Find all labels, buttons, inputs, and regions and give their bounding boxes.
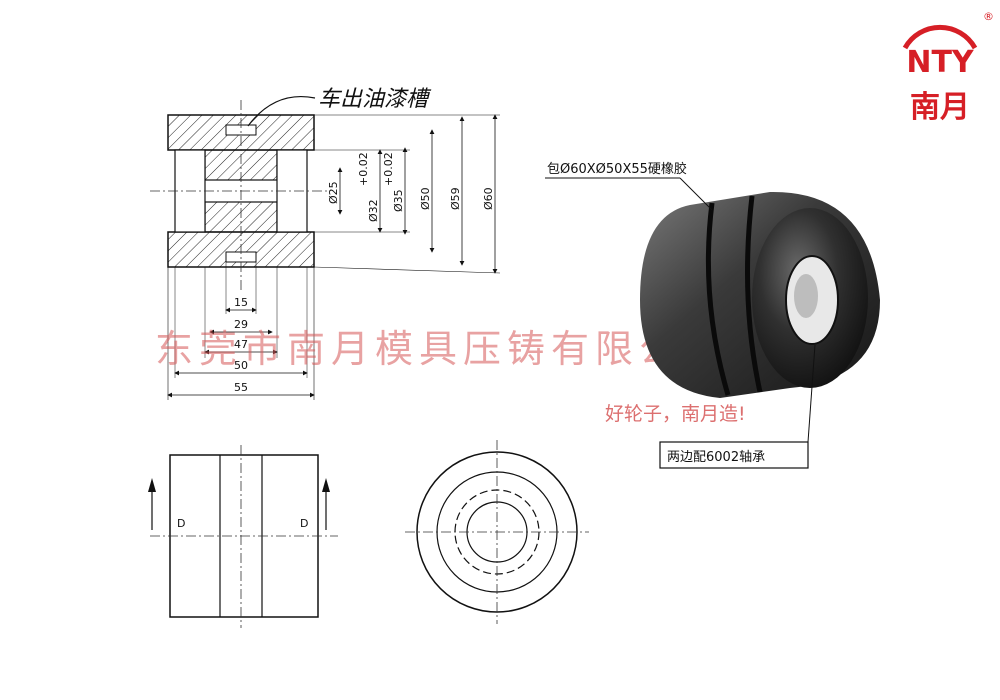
dim-d35-tolerance: +0.02: [382, 152, 395, 186]
brand-logo: NTY ® 南月: [902, 10, 994, 125]
handwritten-note: 车出油漆槽: [318, 87, 432, 112]
section-arrow-right-icon: [322, 478, 330, 492]
note-leader-line: [247, 95, 316, 127]
dim-d32: Ø32: [367, 199, 380, 222]
bearing-spec-leader: [807, 344, 816, 443]
roller-render: [640, 191, 880, 398]
brand-logo-icon: NTY: [902, 24, 978, 80]
dim-29: 29: [234, 318, 248, 331]
dim-d50: Ø50: [419, 187, 432, 210]
bearing-spec: 两边配6002轴承: [667, 450, 765, 465]
rubber-groove-2: [745, 195, 763, 393]
dim-d32-tolerance: +0.02: [357, 152, 370, 186]
section-mark-right: D: [300, 517, 308, 530]
dim-50: 50: [234, 359, 248, 372]
rubber-spec: 包Ø60XØ50X55硬橡胶: [547, 161, 687, 177]
bearing-spec-callout: 两边配6002轴承: [659, 344, 816, 469]
rubber-spec-callout: 包Ø60XØ50X55硬橡胶: [545, 161, 713, 211]
section-mark-left: D: [177, 517, 185, 530]
dim-15: 15: [234, 296, 248, 309]
rubber-spec-leader: [679, 177, 713, 211]
section-view: [150, 100, 330, 290]
end-view: [405, 440, 589, 624]
bore-inner-shadow: [794, 274, 818, 318]
dim-d60: Ø60: [482, 187, 495, 210]
dim-d35: Ø35: [392, 189, 405, 212]
section-arrow-left-icon: [148, 478, 156, 492]
dim-d25: Ø25: [327, 181, 340, 204]
watermark-slogan: 好轮子，南月造!: [605, 403, 746, 425]
brand-name: 南月: [910, 90, 970, 125]
brand-logo-glyph: NTY: [906, 45, 975, 80]
dim-d59: Ø59: [449, 187, 462, 210]
dim-55: 55: [234, 381, 248, 394]
bearing-spec-box: [659, 441, 809, 469]
registered-mark: ®: [983, 10, 994, 23]
length-dimensions: 15 29 47 50 55: [167, 262, 315, 400]
side-view: D D: [148, 445, 338, 628]
rubber-groove-1: [705, 202, 731, 396]
watermark-company: 东莞市南月模具压铸有限公司: [155, 327, 727, 371]
diameter-dimensions: Ø25 Ø32 +0.02 Ø35 +0.02 Ø50 Ø59 Ø60: [307, 114, 501, 274]
paint-groove-note: 车出油漆槽: [247, 87, 432, 127]
ext-line-bottom-outer: [313, 266, 501, 274]
dim-47: 47: [234, 338, 248, 351]
